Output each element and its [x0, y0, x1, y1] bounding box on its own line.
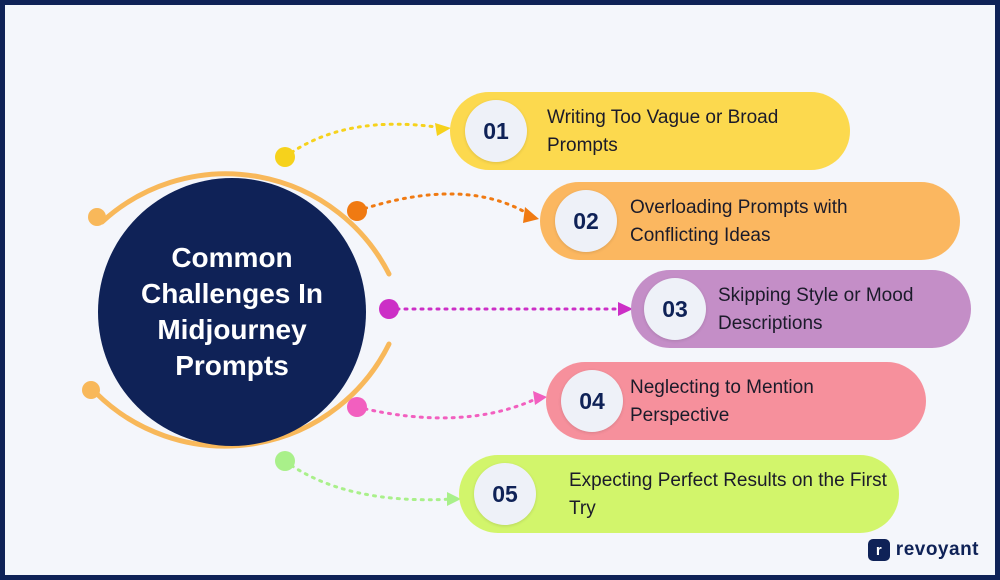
challenge-item-03: 03 Skipping Style or Mood Descriptions — [631, 270, 971, 348]
arrow-02 — [523, 207, 539, 223]
item-number-badge: 02 — [555, 190, 617, 252]
ring-end-dot-top — [88, 208, 106, 226]
item-label: Overloading Prompts with Conflicting Ide… — [630, 197, 848, 246]
item-number-badge: 03 — [644, 278, 706, 340]
ring-end-dot-bottom — [82, 381, 100, 399]
item-label: Skipping Style or Mood Descriptions — [718, 285, 914, 334]
ring-dot-04 — [347, 397, 367, 417]
arrow-05 — [447, 492, 461, 506]
challenge-item-05: 05 Expecting Perfect Results on the Firs… — [459, 455, 899, 533]
connector-01 — [283, 122, 445, 159]
ring-dot-01 — [275, 147, 295, 167]
item-number-badge: 04 — [561, 370, 623, 432]
connector-02 — [355, 192, 532, 217]
item-label: Writing Too Vague or Broad Prompts — [547, 107, 779, 156]
arrow-03 — [618, 302, 633, 316]
connector-04 — [355, 395, 542, 420]
ring-dot-03 — [379, 299, 399, 319]
challenge-item-01: 01 Writing Too Vague or Broad Prompts — [450, 92, 850, 170]
arrow-01 — [435, 123, 451, 136]
ring-dot-05 — [275, 451, 295, 471]
item-number-badge: 05 — [474, 463, 536, 525]
logo-text: revoyant — [895, 539, 979, 560]
item-label: Neglecting to Mention Perspective — [630, 377, 814, 426]
item-number-badge: 01 — [465, 100, 527, 162]
item-label: Expecting Perfect Results on the First T… — [569, 470, 887, 519]
ring-dot-02 — [347, 201, 367, 221]
logo-mark-icon: r — [867, 539, 890, 561]
connector-05 — [283, 459, 455, 502]
outer-ring-arc-top — [99, 171, 392, 277]
connector-layer — [82, 122, 633, 506]
arrow-04 — [533, 391, 547, 405]
brand-logo: r revoyant — [867, 539, 979, 561]
challenge-item-02: 02 Overloading Prompts with Conflicting … — [540, 182, 960, 260]
challenge-item-04: 04 Neglecting to Mention Perspective — [546, 362, 926, 440]
center-title: Common Challenges In Midjourney Prompts — [140, 242, 324, 381]
center-title-circle: Common Challenges In Midjourney Prompts — [98, 178, 366, 446]
